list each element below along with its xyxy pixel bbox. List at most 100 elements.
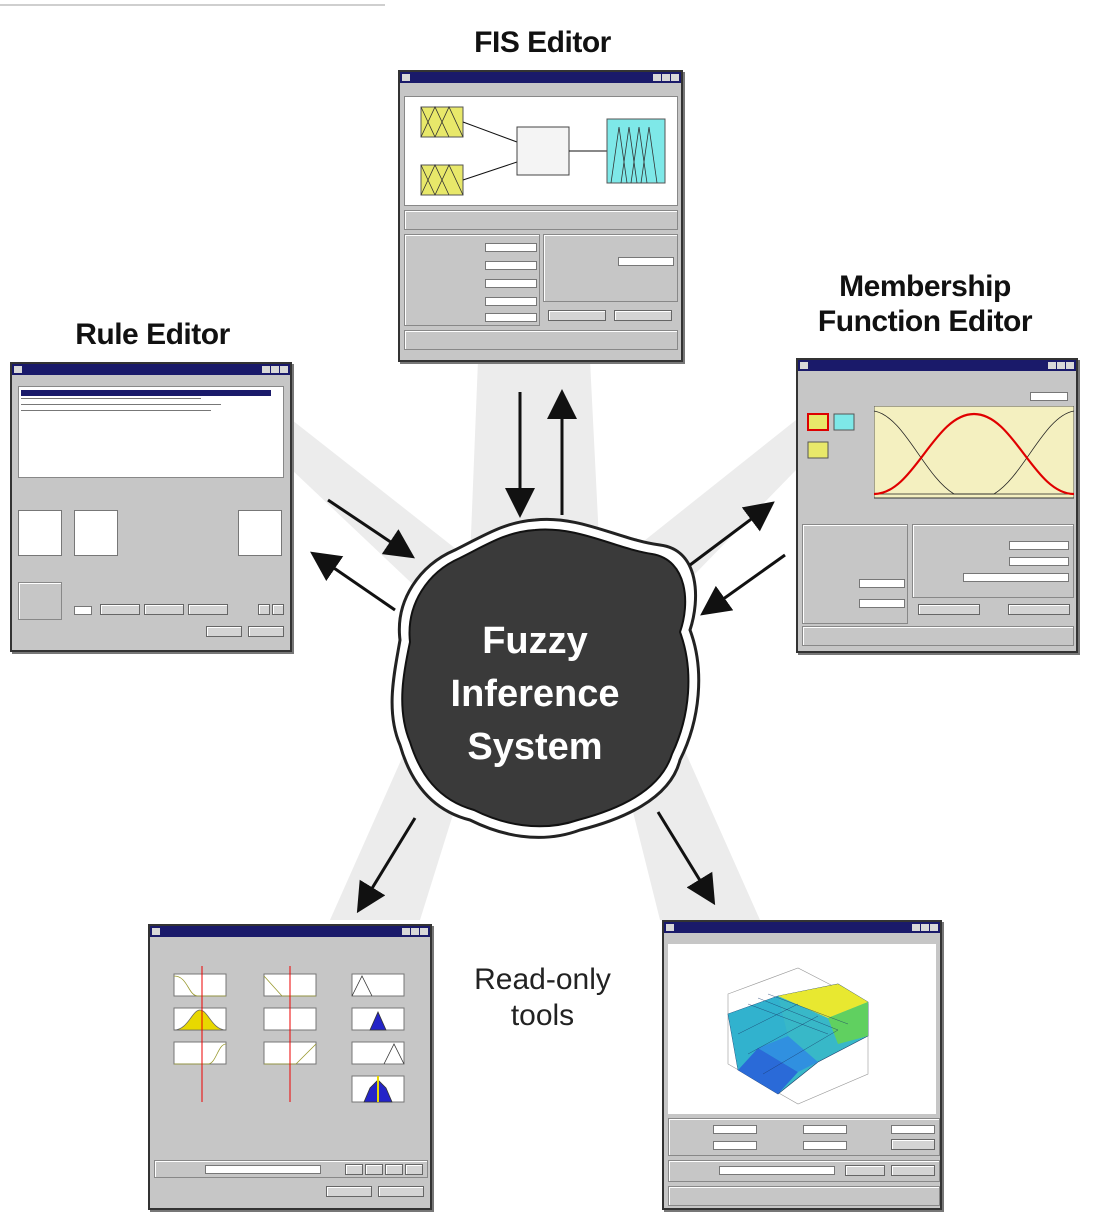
implication-select[interactable] [485, 279, 537, 288]
help-button[interactable] [918, 604, 980, 615]
consequent-tip-list[interactable] [238, 510, 282, 556]
y-input-select[interactable] [803, 1125, 847, 1134]
z-output-select[interactable] [891, 1125, 935, 1134]
help-button[interactable] [548, 310, 606, 321]
evaluate-button[interactable] [891, 1139, 935, 1150]
window-controls[interactable] [653, 74, 679, 81]
up-button[interactable] [405, 1164, 423, 1175]
help-button[interactable] [206, 626, 242, 637]
mf-name-field[interactable] [1009, 541, 1069, 550]
defuzzification-select[interactable] [485, 313, 537, 322]
heading-fis-editor: FIS Editor [474, 26, 611, 59]
rule-list-row[interactable] [21, 398, 201, 399]
mf-params-field[interactable] [963, 573, 1069, 582]
change-rule-button[interactable] [188, 604, 228, 615]
mf-variables-icons [807, 413, 855, 459]
rule-viewer-titlebar[interactable] [150, 926, 430, 937]
status-panel [404, 330, 678, 350]
help-button[interactable] [845, 1165, 885, 1176]
heading-membership-line1: Membership [839, 270, 1011, 303]
rule-viewer-menubar[interactable] [150, 937, 430, 946]
window-icon [800, 362, 808, 369]
rule-list-row[interactable] [21, 410, 211, 411]
top-divider-line [0, 4, 385, 6]
fis-editor-titlebar[interactable] [400, 72, 681, 83]
right-button[interactable] [365, 1164, 383, 1175]
close-button[interactable] [378, 1186, 424, 1197]
mf-editor-titlebar[interactable] [798, 360, 1076, 371]
window-icon [666, 924, 674, 931]
input-panel [154, 1160, 428, 1178]
readonly-line2: tools [510, 999, 575, 1032]
window-icon [152, 928, 160, 935]
fis-editor-menubar[interactable] [400, 83, 681, 92]
mf-type-select[interactable] [1009, 557, 1069, 566]
rule-list[interactable] [18, 386, 284, 478]
ref-input-panel [668, 1160, 940, 1182]
add-rule-button[interactable] [144, 604, 184, 615]
center-label-line3: System [467, 726, 603, 769]
or-method-select[interactable] [485, 261, 537, 270]
range-field[interactable] [859, 579, 905, 588]
surface-plot[interactable] [668, 944, 936, 1114]
heading-rule-editor: Rule Editor [75, 318, 230, 351]
center-label: Fuzzy Inference System [420, 615, 650, 775]
and-method-select[interactable] [485, 243, 537, 252]
y-grids-field[interactable] [803, 1141, 847, 1150]
variable-name-field[interactable] [618, 257, 674, 266]
rule-list-row[interactable] [21, 404, 221, 405]
window-controls[interactable] [402, 928, 428, 935]
surface-plot-area[interactable] [668, 944, 936, 1114]
fis-diagram-panel [404, 96, 678, 206]
input-field[interactable] [205, 1165, 321, 1174]
surface-viewer-menubar[interactable] [664, 933, 940, 942]
heading-membership-line2: Function Editor [817, 304, 1033, 338]
display-range-field[interactable] [859, 599, 905, 608]
spoke-left [292, 420, 470, 610]
surface-viewer-titlebar[interactable] [664, 922, 940, 933]
rule-viewer-plots[interactable] [158, 952, 426, 1138]
fis-editor-window[interactable] [398, 70, 683, 362]
weight-field[interactable] [74, 606, 92, 615]
aggregation-select[interactable] [485, 297, 537, 306]
close-button[interactable] [248, 626, 284, 637]
window-controls[interactable] [912, 924, 938, 931]
plot-points-field[interactable] [1030, 392, 1068, 401]
mf-plot[interactable] [874, 406, 1074, 506]
fis-methods-panel [404, 234, 540, 326]
rule-list-selected-row[interactable] [21, 390, 271, 396]
x-input-select[interactable] [713, 1125, 757, 1134]
next-button[interactable] [272, 604, 284, 615]
fis-blob [401, 528, 690, 828]
x-grids-field[interactable] [713, 1141, 757, 1150]
center-label-line2: Inference [450, 673, 620, 716]
arrow-mf-to-center [700, 553, 786, 616]
arrow-center-to-mf [689, 501, 775, 567]
antecedent-food-list[interactable] [74, 510, 118, 556]
rule-editor-menubar[interactable] [12, 375, 290, 384]
status-panel [802, 626, 1074, 646]
window-controls[interactable] [262, 366, 288, 373]
mf-editor-window[interactable] [796, 358, 1078, 653]
prev-button[interactable] [258, 604, 270, 615]
current-variable-panel [543, 234, 678, 302]
connection-panel [18, 582, 62, 620]
close-button[interactable] [891, 1165, 935, 1176]
rule-editor-window[interactable] [10, 362, 292, 652]
mf-editor-menubar[interactable] [798, 371, 1076, 380]
surface-viewer-window[interactable] [662, 920, 942, 1210]
current-variable-panel [802, 524, 908, 624]
left-button[interactable] [345, 1164, 363, 1175]
rule-editor-titlebar[interactable] [12, 364, 290, 375]
delete-rule-button[interactable] [100, 604, 140, 615]
down-button[interactable] [385, 1164, 403, 1175]
rule-viewer-window[interactable] [148, 924, 432, 1210]
help-button[interactable] [326, 1186, 372, 1197]
window-controls[interactable] [1048, 362, 1074, 369]
close-button[interactable] [614, 310, 672, 321]
readonly-line1: Read-only [474, 963, 611, 996]
close-button[interactable] [1008, 604, 1070, 615]
antecedent-service-list[interactable] [18, 510, 62, 556]
ref-input-field[interactable] [719, 1166, 835, 1175]
